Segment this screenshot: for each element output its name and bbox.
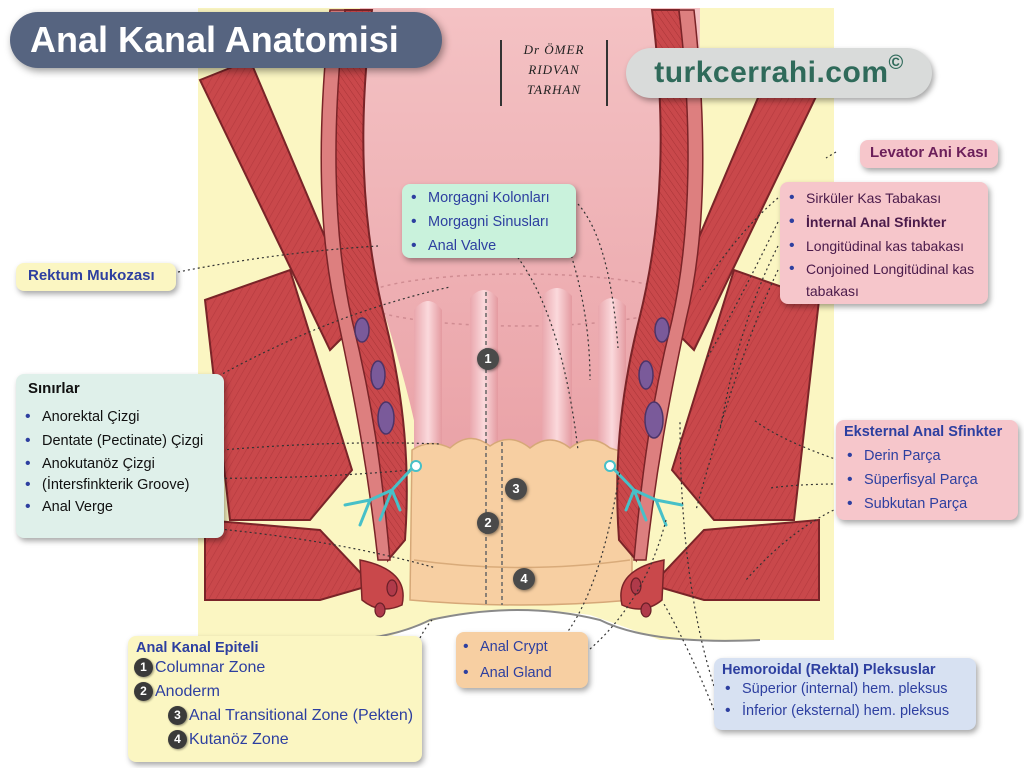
rektum-mukozasi-text: Rektum Mukozası <box>28 267 155 284</box>
external-subcutaneous-left <box>359 559 404 610</box>
superior-hemorrhoidal-plexus <box>354 317 670 439</box>
hemoroid-item: İnferior (eksternal) hem. pleksus <box>722 700 968 722</box>
morgagni-columns <box>414 288 626 450</box>
longitudinal-left <box>320 9 391 561</box>
eksternal-title: Eksternal Anal Sfinkter <box>844 424 1003 440</box>
zone-name: Kutanöz Zone <box>189 731 289 748</box>
zone-name: Anal Transitional Zone (Pekten) <box>189 707 414 724</box>
morgagni-item: Morgagni Kolonları <box>408 186 570 210</box>
copyright-mark: © <box>888 52 904 74</box>
author-line-2: RIDVAN <box>528 62 580 77</box>
muscle-item: Conjoined Longitüdinal kas tabakası <box>786 258 982 302</box>
zone-number: 3 <box>168 706 187 726</box>
sinir-subitem: (İntersfinkterik Groove) <box>22 475 218 495</box>
sinir-item: Anal Verge <box>22 495 218 519</box>
crypt-item: Anal Crypt <box>460 634 584 660</box>
anoderm <box>409 437 633 606</box>
eksternal-item: Subkutan Parça <box>844 492 1010 516</box>
muscle-item: Longitüdinal kas tabakası <box>786 234 982 258</box>
zone-marker-1: 1 <box>477 348 499 370</box>
sinir-item: Anokutanöz Çizgi <box>22 453 218 475</box>
sinir-item: Dentate (Pectinate) Çizgi <box>22 429 218 453</box>
sinirlar-title: Sınırlar <box>28 380 80 397</box>
muscle-item: Sirküler Kas Tabakası <box>786 186 982 210</box>
external-deep-right <box>670 268 821 521</box>
epitel-title: Anal Kanal Epiteli <box>136 640 259 656</box>
morgagni-item: Morgagni Sinusları <box>408 210 570 234</box>
crypt-item: Anal Gland <box>460 660 584 686</box>
zone-marker-4: 4 <box>513 568 535 590</box>
muscle-item: İnternal Anal Sfinkter <box>786 210 982 234</box>
zone-name: Anoderm <box>155 683 220 700</box>
author-signature: Dr ÖMER RIDVAN TARHAN <box>500 40 608 106</box>
label-muscle-layers: Sirküler Kas Tabakası İnternal Anal Sfin… <box>780 182 988 304</box>
eksternal-item: Süperfisyal Parça <box>844 468 1010 492</box>
zone-marker-2: 2 <box>477 512 499 534</box>
zone-name: Columnar Zone <box>155 659 266 676</box>
zone-number: 4 <box>168 730 187 750</box>
label-hemoroidal-pleksus: Hemoroidal (Rektal) Pleksuslar Süperior … <box>714 658 976 730</box>
author-line-3: TARHAN <box>526 82 582 97</box>
label-crypt-gland: Anal Crypt Anal Gland <box>456 632 588 688</box>
label-rektum-mukozasi: Rektum Mukozası <box>16 263 176 291</box>
hemoroid-item: Süperior (internal) hem. pleksus <box>722 678 968 700</box>
anal-gland <box>343 463 684 527</box>
page-title: Anal Kanal Anatomisi <box>10 12 442 68</box>
site-name: turkcerrahi.com <box>654 56 889 89</box>
label-sinirlar: Sınırlar Anorektal Çizgi Dentate (Pectin… <box>16 374 224 538</box>
morgagni-item: Anal Valve <box>408 234 570 258</box>
label-morgagni: Morgagni Kolonları Morgagni Sinusları An… <box>402 184 576 258</box>
label-eksternal-sfinkter: Eksternal Anal Sfinkter Derin Parça Süpe… <box>836 420 1018 520</box>
sinir-item: Anorektal Çizgi <box>22 405 218 429</box>
author-line-1: Dr ÖMER <box>523 42 585 57</box>
zone-marker-3: 3 <box>505 478 527 500</box>
external-deep-left <box>203 268 354 521</box>
levator-ani-text: Levator Ani Kası <box>870 144 988 161</box>
zone-number: 2 <box>134 682 153 702</box>
zone-number: 1 <box>134 658 153 678</box>
external-superficial-left <box>204 518 374 601</box>
external-subcutaneous-right <box>620 559 665 610</box>
hemoroid-title: Hemoroidal (Rektal) Pleksuslar <box>722 662 936 678</box>
external-superficial-right <box>650 518 820 601</box>
label-levator-ani: Levator Ani Kası <box>860 140 998 168</box>
site-watermark: turkcerrahi.com© <box>626 48 932 98</box>
eksternal-item: Derin Parça <box>844 444 1010 468</box>
